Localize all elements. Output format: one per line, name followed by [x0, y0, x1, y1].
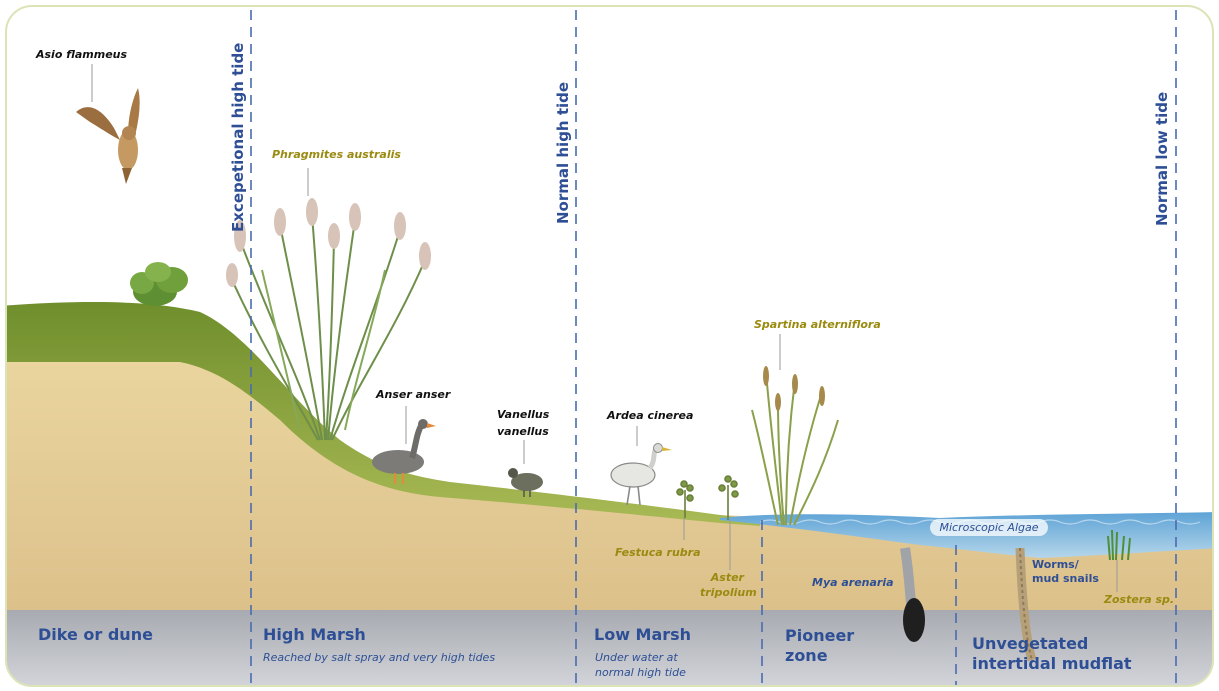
label-aster-tripolium: Aster tripolium — [700, 570, 744, 600]
zone-pioneer: Pioneer zone — [785, 626, 854, 666]
label-vanellus: Vanellus vanellus — [497, 406, 549, 440]
tide-label-normal-high: Normal high tide — [554, 82, 572, 224]
zone-high-marsh: High Marsh — [263, 625, 366, 645]
label-aster-line1: Aster — [700, 570, 744, 585]
tide-label-exceptional: Excepetional high tide — [229, 43, 247, 232]
tide-label-normal-low: Normal low tide — [1153, 92, 1171, 226]
zone-pioneer-line2: zone — [785, 646, 854, 666]
zone-low-marsh-desc-line1: Under water at — [595, 650, 686, 665]
zone-low-marsh-desc: Under water at normal high tide — [595, 650, 686, 680]
label-asio-flammeus: Asio flammeus — [36, 48, 127, 61]
label-festuca-rubra: Festuca rubra — [615, 546, 701, 559]
label-vanellus-line1: Vanellus — [497, 406, 549, 423]
zone-low-marsh-desc-line2: normal high tide — [595, 665, 686, 680]
label-zostera: Zostera sp. — [1104, 593, 1174, 606]
zone-mudflat-line1: Unvegetated — [972, 634, 1132, 654]
zone-mudflat-line2: intertidal mudflat — [972, 654, 1132, 674]
label-worms-line2: mud snails — [1032, 572, 1099, 586]
label-microscopic-algae: Microscopic Algae — [930, 519, 1048, 536]
zone-dike-or-dune: Dike or dune — [38, 625, 153, 645]
label-anser-anser: Anser anser — [376, 388, 450, 401]
label-spartina-alterniflora: Spartina alterniflora — [754, 318, 881, 331]
label-worms-mud-snails: Worms/ mud snails — [1032, 558, 1099, 586]
label-mya-arenaria: Mya arenaria — [812, 576, 894, 589]
label-aster-line2: tripolium — [700, 585, 744, 600]
label-worms-line1: Worms/ — [1032, 558, 1099, 572]
label-phragmites-australis: Phragmites australis — [272, 148, 401, 161]
zone-pioneer-line1: Pioneer — [785, 626, 854, 646]
label-ardea-cinerea: Ardea cinerea — [607, 409, 693, 422]
zone-mudflat: Unvegetated intertidal mudflat — [972, 634, 1132, 674]
zone-high-marsh-desc: Reached by salt spray and very high tide… — [263, 650, 495, 665]
label-vanellus-line2: vanellus — [497, 423, 549, 440]
zone-low-marsh: Low Marsh — [594, 625, 691, 645]
